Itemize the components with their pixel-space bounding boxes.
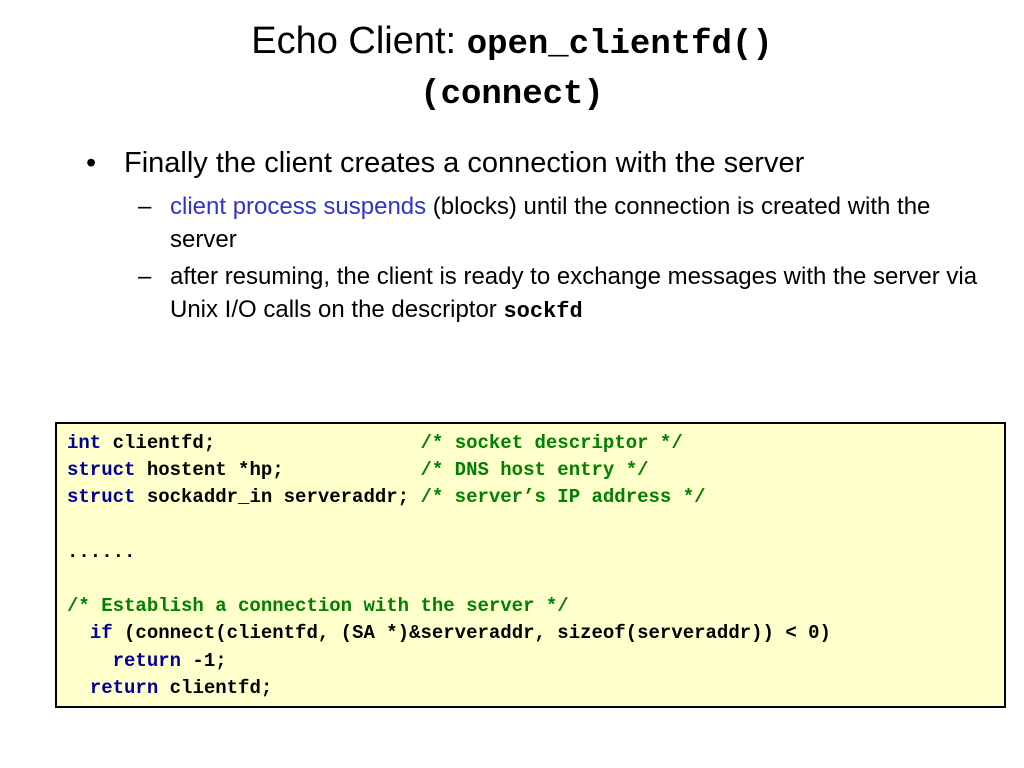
code-block: int clientfd; /* socket descriptor */str… bbox=[55, 422, 1006, 708]
code-line: return clientfd; bbox=[67, 675, 1004, 702]
code-keyword: return bbox=[112, 649, 182, 672]
sub-bullet-1-highlight: client process suspends bbox=[170, 193, 427, 220]
code-keyword: int bbox=[67, 432, 102, 454]
code-line: return -1; bbox=[67, 648, 1004, 675]
code-indent bbox=[67, 622, 90, 644]
bullet-main-text: Finally the client creates a connection … bbox=[124, 147, 805, 179]
bullet-dot: • bbox=[86, 147, 97, 179]
code-keyword: struct bbox=[67, 486, 136, 509]
code-comment: /* Establish a connection with the serve… bbox=[67, 595, 569, 618]
code-text: clientfd; bbox=[158, 676, 273, 699]
slide-title: Echo Client: open_clientfd() (connect) bbox=[0, 18, 1024, 118]
code-keyword: if bbox=[89, 622, 113, 645]
title-line-1: Echo Client: open_clientfd() bbox=[0, 18, 1024, 68]
code-ellipsis: ...... bbox=[67, 540, 136, 563]
code-line: int clientfd; /* socket descriptor */ bbox=[67, 430, 1004, 457]
code-line: if (connect(clientfd, (SA *)&serveraddr,… bbox=[67, 620, 1004, 647]
code-indent bbox=[67, 677, 90, 699]
sub-bullet-1-text: (blocks) until the connection is created… bbox=[170, 193, 931, 253]
code-keyword: return bbox=[89, 676, 159, 699]
title-subtitle: (connect) bbox=[420, 76, 604, 114]
code-keyword: struct bbox=[67, 459, 136, 482]
code-text: -1; bbox=[181, 649, 227, 672]
code-comment: /* DNS host entry */ bbox=[420, 459, 649, 482]
sub-bullet-dash-2: – bbox=[138, 263, 152, 290]
code-indent bbox=[67, 650, 113, 672]
sub-bullet-2: – after resuming, the client is ready to… bbox=[86, 260, 986, 328]
title-function-name: open_clientfd() bbox=[466, 26, 773, 64]
code-text: clientfd; bbox=[101, 432, 421, 454]
code-text: sockaddr_in serveraddr; bbox=[135, 486, 421, 509]
code-comment: /* server’s IP address */ bbox=[420, 486, 706, 509]
code-line: struct sockaddr_in serveraddr; /* server… bbox=[67, 484, 1004, 511]
sub-bullet-1: – client process suspends (blocks) until… bbox=[86, 190, 986, 256]
code-text: hostent *hp; bbox=[135, 459, 421, 482]
title-prefix: Echo Client: bbox=[251, 20, 467, 62]
bullet-list: • Finally the client creates a connectio… bbox=[86, 140, 986, 328]
title-line-2: (connect) bbox=[0, 68, 1024, 118]
sub-bullet-2-code: sockfd bbox=[503, 299, 583, 324]
code-blank-line bbox=[67, 566, 1004, 593]
code-blank-line bbox=[67, 512, 1004, 539]
bullet-main: • Finally the client creates a connectio… bbox=[86, 140, 986, 186]
code-text: (connect(clientfd, (SA *)&serveraddr, si… bbox=[112, 622, 831, 645]
sub-bullet-dash-1: – bbox=[138, 193, 152, 220]
code-comment: /* socket descriptor */ bbox=[420, 432, 683, 454]
code-line: ...... bbox=[67, 539, 1004, 566]
code-line: /* Establish a connection with the serve… bbox=[67, 593, 1004, 620]
code-line: struct hostent *hp; /* DNS host entry */ bbox=[67, 457, 1004, 484]
sub-bullet-2-text: after resuming, the client is ready to e… bbox=[170, 263, 978, 323]
